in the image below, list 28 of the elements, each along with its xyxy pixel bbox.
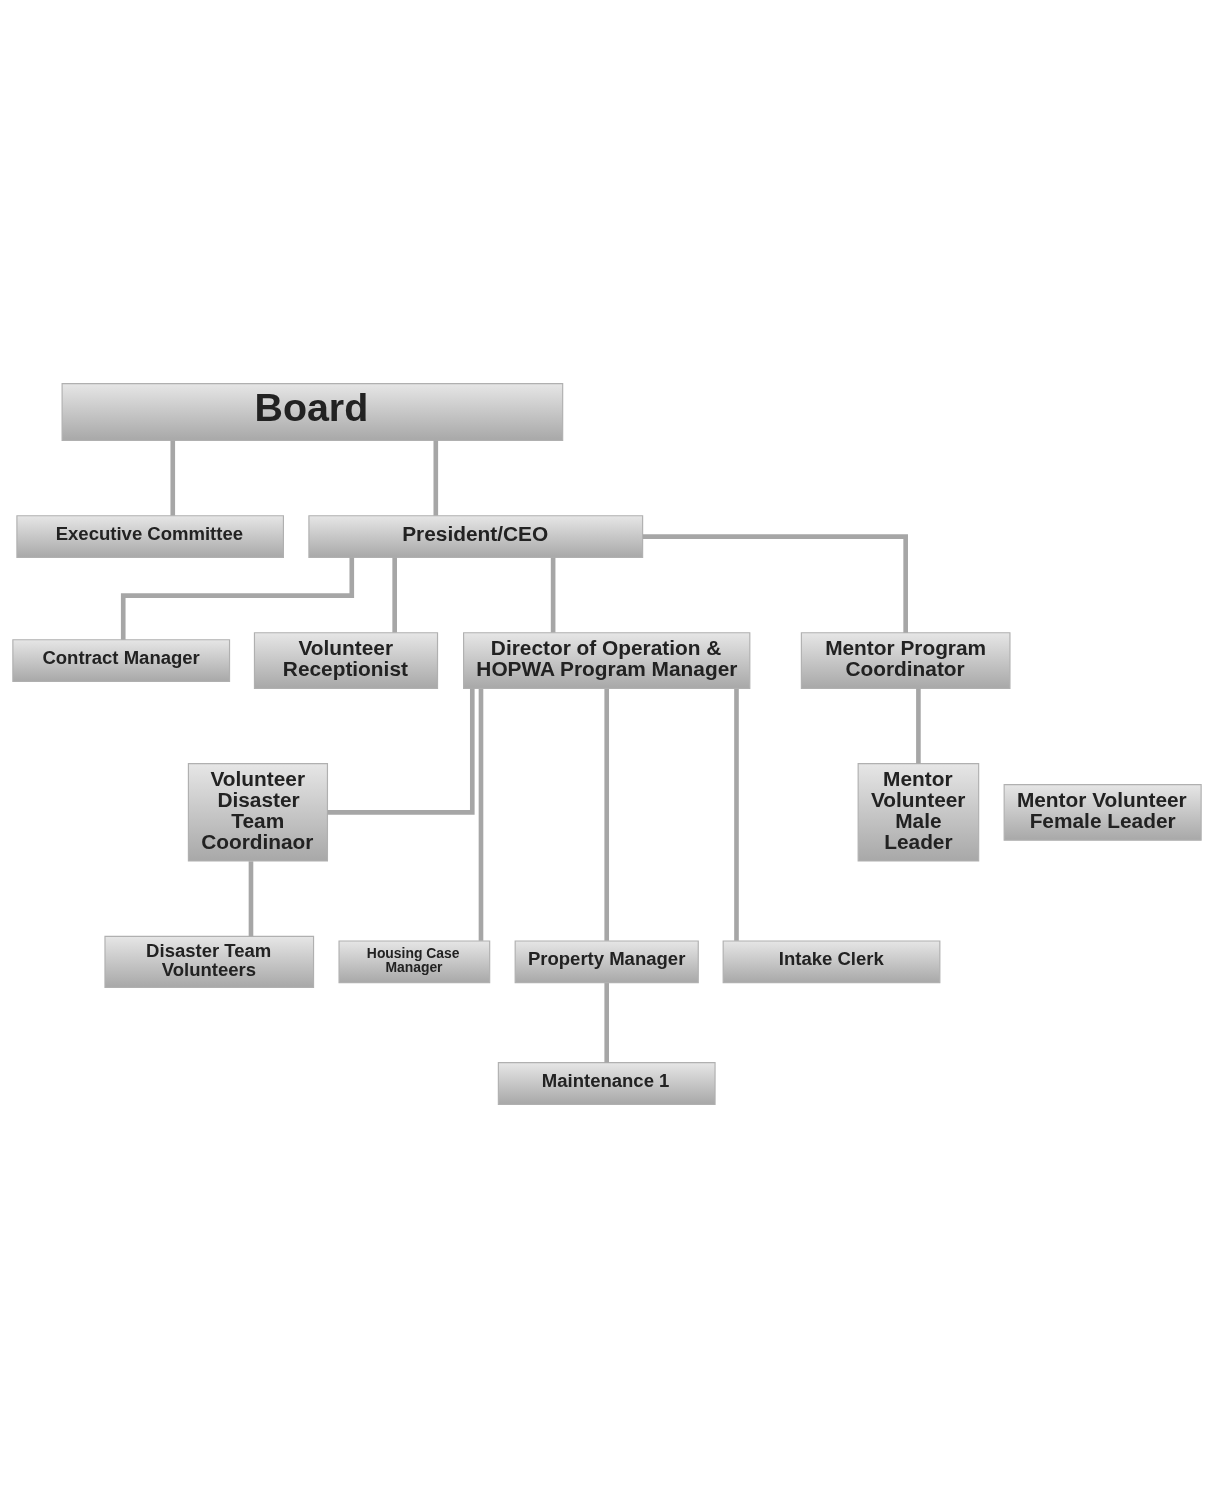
node-box: President/CEO — [308, 514, 644, 558]
node-box: Mentor Volunteer Male Leader — [857, 762, 980, 862]
connector — [916, 687, 921, 763]
node-box: Housing Case Manager — [338, 939, 491, 983]
connector — [604, 982, 610, 1063]
node-box: Mentor Volunteer Female Leader — [1003, 783, 1202, 841]
node-box: Intake Clerk — [722, 939, 941, 983]
connector — [604, 688, 610, 941]
connector — [120, 557, 355, 640]
node-box: Contract Manager — [12, 638, 231, 682]
node-box: Volunteer Receptionist — [253, 631, 439, 689]
node-box: Property Manager — [514, 939, 699, 983]
connector — [734, 688, 739, 941]
connector — [550, 557, 556, 632]
connector — [478, 688, 484, 941]
node-box: Executive Committee — [16, 514, 284, 558]
node-box: Maintenance 1 — [497, 1061, 716, 1105]
connector — [433, 440, 439, 515]
connector — [248, 860, 254, 936]
node-box: Board — [61, 382, 564, 441]
node-box: Director of Operation & HOPWA Program Manager — [463, 631, 751, 689]
connector — [392, 557, 397, 632]
node-box: Mentor Program Coordinator — [800, 631, 1011, 689]
connector — [327, 687, 475, 815]
node-box: Disaster Team Volunteers — [104, 935, 315, 988]
node-box: Volunteer Disaster Team Coordinaor — [187, 762, 329, 862]
connector — [642, 533, 908, 633]
connector — [170, 440, 176, 515]
